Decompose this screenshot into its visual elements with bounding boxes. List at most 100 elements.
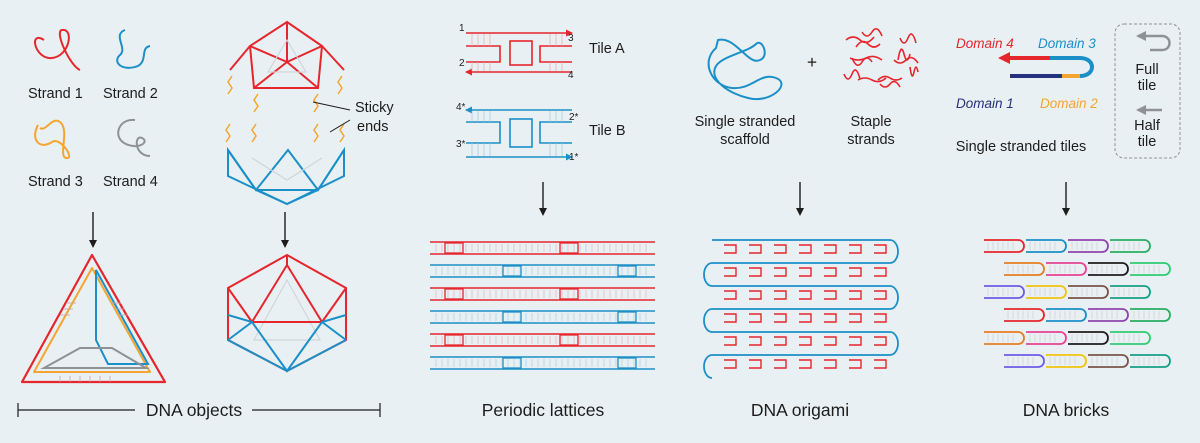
brick-tile xyxy=(1110,239,1151,253)
origami-staple xyxy=(724,359,737,369)
brick-tile xyxy=(1026,239,1067,253)
brick-tile xyxy=(1110,285,1151,299)
periodic-lattice xyxy=(430,241,655,370)
lattice-tile-core xyxy=(444,334,464,346)
brick-tile xyxy=(1068,239,1109,253)
polyhedron-bottom-half xyxy=(225,123,345,206)
staple-label-line1: Staple xyxy=(850,114,891,130)
origami-staple xyxy=(849,359,862,369)
brick-tile xyxy=(1046,262,1087,276)
origami-staple xyxy=(799,359,812,369)
full-tile-label-line2: tile xyxy=(1138,78,1157,94)
origami-staple xyxy=(824,244,837,254)
tile-legend-box: Full tile Half tile xyxy=(1114,23,1181,159)
origami-staple xyxy=(749,290,762,300)
origami-scaffold xyxy=(703,239,899,379)
origami-staple xyxy=(749,313,762,323)
domain-2-label: Domain 2 xyxy=(1040,96,1098,111)
brick-tile xyxy=(1088,262,1129,276)
lattice-tile-core xyxy=(559,288,579,300)
lattice-tile-core xyxy=(444,288,464,300)
staple-strand xyxy=(857,77,887,83)
origami-staple xyxy=(874,290,887,300)
origami-staple xyxy=(724,336,737,346)
origami-staple xyxy=(799,244,812,254)
origami-staple xyxy=(849,313,862,323)
strands-group: Strand 1 Strand 2 Strand 3 Strand 4 xyxy=(28,29,158,190)
polyhedron-top-half xyxy=(227,20,345,113)
origami-staple xyxy=(849,267,862,277)
origami-staple xyxy=(874,359,887,369)
origami-staple xyxy=(799,290,812,300)
scaffold-loop xyxy=(707,38,783,101)
origami-staple xyxy=(874,313,887,323)
brick-tile xyxy=(1088,354,1129,368)
tile-a-number-1: 1 xyxy=(459,23,465,34)
staple-strand xyxy=(877,75,903,81)
tile-a-number-3: 3 xyxy=(568,33,574,44)
lattice-tile-core xyxy=(502,357,522,369)
origami-staple xyxy=(849,290,862,300)
sticky-ends-label-1: Sticky xyxy=(355,100,394,116)
tile-b: 4* 3* 2* 1* Tile B xyxy=(456,102,626,163)
lattice-tile-core xyxy=(559,242,579,254)
tile-a-number-2: 2 xyxy=(459,58,465,69)
origami-staple xyxy=(724,290,737,300)
lattice-tile-core xyxy=(444,242,464,254)
origami-staple xyxy=(774,290,787,300)
origami-staple xyxy=(749,267,762,277)
brick-tile xyxy=(1004,262,1045,276)
scaffold-label-line1: Single stranded xyxy=(695,114,796,130)
periodic-lattices-label: Periodic lattices xyxy=(482,400,605,420)
domain-3-label: Domain 3 xyxy=(1038,36,1096,51)
staple-strand xyxy=(879,80,901,88)
dna-bricks-structure xyxy=(984,239,1171,368)
lattice-tile-core xyxy=(559,334,579,346)
domain-4-label: Domain 4 xyxy=(956,36,1014,51)
staple-strand xyxy=(855,40,881,48)
staple-label-line2: strands xyxy=(847,132,895,148)
brick-tile xyxy=(1026,285,1067,299)
dna-origami-structure xyxy=(703,239,899,379)
dna-objects-label: DNA objects xyxy=(146,400,243,420)
staple-strands-cluster xyxy=(843,28,919,88)
origami-staple xyxy=(749,359,762,369)
origami-staple xyxy=(724,244,737,254)
strand-2-label: Strand 2 xyxy=(103,86,158,102)
origami-staple xyxy=(824,267,837,277)
dna-objects-bracket: DNA objects xyxy=(17,400,381,420)
tile-b-number-1star: 1* xyxy=(569,152,579,163)
dna-origami-label: DNA origami xyxy=(751,400,849,420)
scaffold-label-line2: scaffold xyxy=(720,132,770,148)
origami-staple xyxy=(874,267,887,277)
brick-tile xyxy=(1110,331,1151,345)
full-tile-label-line1: Full xyxy=(1135,62,1158,78)
origami-staple xyxy=(824,336,837,346)
origami-staple xyxy=(774,267,787,277)
tile-a: 1 2 3 4 Tile A xyxy=(459,23,625,81)
origami-staple xyxy=(874,336,887,346)
brick-tile xyxy=(1088,308,1129,322)
origami-staple xyxy=(749,244,762,254)
brick-tile xyxy=(1068,285,1109,299)
dna-icosahedron-object xyxy=(227,253,347,373)
origami-staple xyxy=(799,336,812,346)
brick-tile xyxy=(984,285,1025,299)
staple-strand xyxy=(899,33,917,44)
tile-b-number-2star: 2* xyxy=(569,112,579,123)
brick-tile xyxy=(1130,354,1171,368)
strand-3-shape xyxy=(34,119,71,159)
strand-1-shape xyxy=(34,29,81,71)
brick-tile xyxy=(1046,308,1087,322)
tile-b-number-4star: 4* xyxy=(456,102,466,113)
origami-staple xyxy=(849,244,862,254)
sticky-ends-callout: Sticky ends xyxy=(312,100,394,135)
lattice-tile-core xyxy=(502,311,522,323)
brick-tile xyxy=(1068,331,1109,345)
origami-staple xyxy=(824,290,837,300)
tile-a-number-4: 4 xyxy=(568,70,574,81)
single-stranded-tile-diagram: Domain 4 Domain 3 Domain 1 Domain 2 Sing… xyxy=(956,36,1099,155)
lattice-tile-core xyxy=(502,265,522,277)
origami-staple xyxy=(874,244,887,254)
